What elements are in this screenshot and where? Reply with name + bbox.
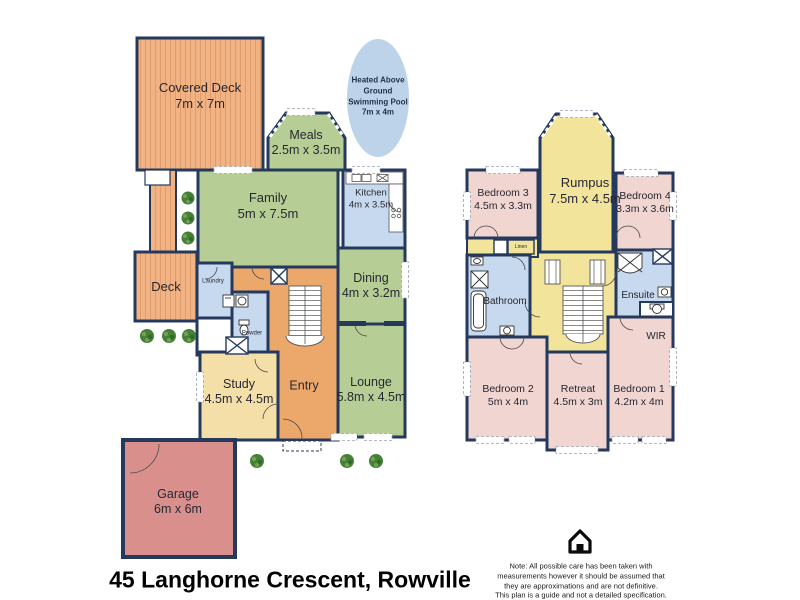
closet-icon: [270, 267, 288, 285]
bay-window: [268, 113, 289, 138]
wall-stub: [384, 321, 405, 326]
laundry-label: Laundry: [202, 278, 224, 285]
wir-label: WIR: [646, 330, 666, 342]
bay-window: [326, 113, 346, 138]
covered-deck-room: [135, 36, 265, 172]
washer-icon: [222, 294, 249, 308]
disclaimer-note: Note: All possible care has been taken w…: [495, 561, 667, 600]
page-title: 45 Langhorne Crescent, Rowville: [109, 566, 471, 593]
door-arc: [473, 225, 641, 365]
shower-icon: [617, 252, 643, 274]
deck-step: [144, 169, 171, 186]
deck-label: Deck: [151, 279, 181, 295]
closet-icon: [493, 239, 508, 255]
bay-window: [594, 114, 613, 138]
toilet-icon: [238, 319, 250, 336]
toilet-icon: [470, 256, 484, 266]
basin-icon: [657, 286, 672, 298]
closet-icon: [652, 248, 673, 265]
kitchen-counter: [345, 171, 404, 233]
house-icon: [568, 529, 592, 554]
ensuite-label: Ensuite: [621, 289, 655, 301]
deck-room: [133, 250, 199, 323]
basin-icon: [499, 325, 515, 336]
swimming-pool: [347, 39, 409, 157]
bath-icon: [470, 290, 487, 332]
wall-stub: [338, 321, 366, 326]
laundry-room: [195, 261, 234, 320]
bay-window: [540, 114, 559, 138]
linen-label: Linen: [514, 243, 528, 250]
stairs-icon: [285, 285, 325, 347]
upper-floor-plan: [463, 110, 677, 454]
window: [463, 110, 677, 454]
shower-icon: [225, 336, 249, 355]
shower-icon: [470, 270, 489, 289]
powder-label: Powder: [241, 330, 263, 337]
entry-label: Entry: [289, 378, 319, 393]
bedroom1-room: [606, 315, 675, 442]
entry-porch: [282, 440, 322, 452]
linen-closet: [507, 239, 535, 255]
toilet-icon: [649, 303, 665, 314]
garage-room: [121, 438, 237, 559]
ground-floor-plan: [121, 36, 409, 559]
window: [196, 108, 409, 441]
stairs-icon: [544, 259, 606, 344]
bathroom-label: Bathroom: [483, 295, 527, 307]
plant-icon: [140, 191, 383, 468]
